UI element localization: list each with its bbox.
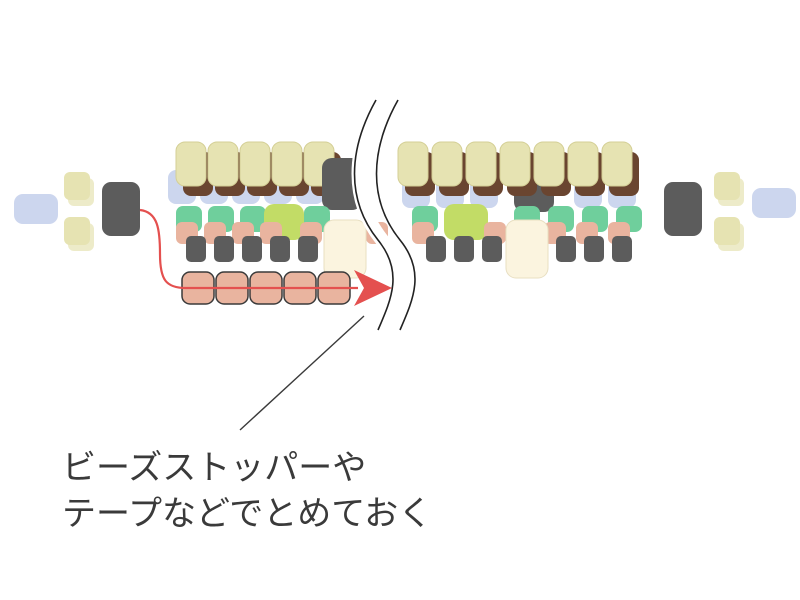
end-bead-lavender [14, 194, 58, 224]
cream-bead-row [397, 141, 633, 187]
left-woven-section [168, 141, 388, 305]
left-end-beads [14, 172, 140, 251]
end-bead-dark [664, 182, 702, 236]
end-bead-cream [68, 178, 94, 206]
end-bead-lavender [752, 188, 796, 218]
ivory-bead [505, 219, 549, 279]
dark-bead-row [426, 236, 632, 262]
annotation-line-1: ビーズストッパーや [62, 448, 367, 488]
annotation-line-2: テープなどでとめておく [62, 494, 433, 534]
right-end-beads [664, 172, 796, 251]
end-bead-cream [718, 223, 744, 251]
break-mark-icon [351, 96, 416, 333]
annotation-label: ビーズストッパーや テープなどでとめておく [62, 445, 482, 537]
cream-bead-row [175, 141, 335, 187]
ivory-bead [323, 219, 367, 279]
right-woven-section [397, 141, 642, 279]
end-bead-cream [718, 178, 744, 206]
end-bead-dark [102, 182, 140, 236]
leader-line-icon [239, 315, 365, 431]
end-bead-cream [68, 223, 94, 251]
dark-bead-row [186, 236, 318, 262]
arrow-icon [139, 208, 392, 306]
lime-bead [444, 204, 488, 240]
